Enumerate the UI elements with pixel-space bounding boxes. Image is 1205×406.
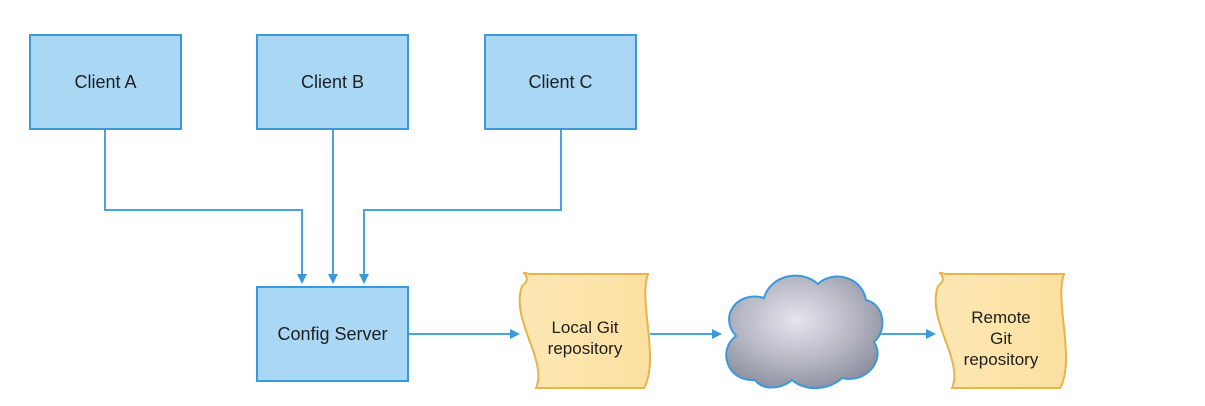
connector-client-a-to-config-server [104, 130, 307, 284]
connector-client-c-to-config-server [359, 130, 562, 284]
client-c-label: Client C [528, 71, 593, 92]
client-a-box: Client A [29, 34, 182, 130]
remote-git-repository-label: Remote Git repository [963, 307, 1039, 369]
local-git-repository-label: Local Git repository [547, 318, 623, 358]
config-server-label: Config Server [277, 323, 388, 344]
client-a-label: Client A [74, 71, 137, 92]
client-b-label: Client B [300, 71, 365, 92]
cloud-shape [725, 274, 884, 389]
client-b-box: Client B [256, 34, 409, 130]
client-c-box: Client C [484, 34, 637, 130]
remote-git-repository-shape [934, 271, 1067, 389]
local-git-repository-shape [518, 271, 651, 389]
config-server-box: Config Server [256, 286, 409, 382]
